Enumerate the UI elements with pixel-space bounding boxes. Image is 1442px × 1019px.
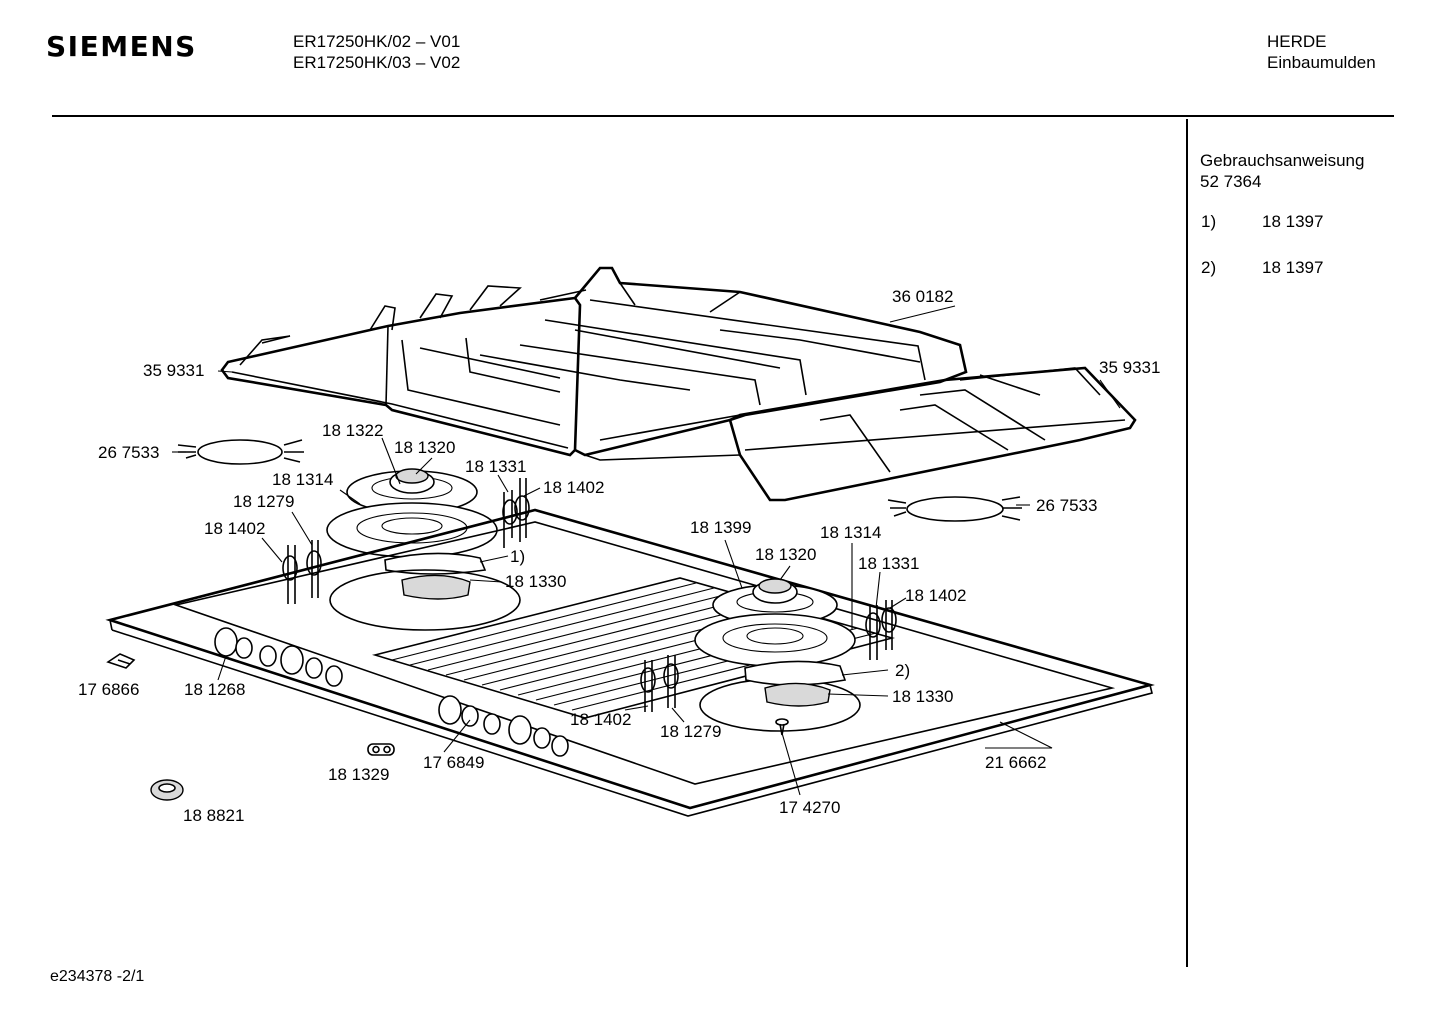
burner-clip-left xyxy=(177,439,304,465)
label-nut: 18 8821 xyxy=(183,806,244,825)
sidebar-divider xyxy=(1186,119,1188,967)
doc-number: 52 7364 xyxy=(1200,172,1262,191)
label-clip-left: 26 7533 xyxy=(98,443,159,462)
label-crown-right: 18 1279 xyxy=(660,722,721,741)
nut-part xyxy=(150,779,184,801)
brand-logo: SIEMENS xyxy=(46,30,197,63)
label-knob: 18 1268 xyxy=(184,680,245,699)
label-injector-left: 18 1330 xyxy=(505,572,566,591)
label-hob-body: 21 6662 xyxy=(985,753,1046,772)
note-value-1: 18 1397 xyxy=(1262,212,1324,231)
label-burner-cap-left: 18 1320 xyxy=(394,438,455,457)
label-cap-right: 18 1399 xyxy=(690,518,751,537)
label-knob-ring: 17 6849 xyxy=(423,753,484,772)
label-burner-cap-right: 18 1320 xyxy=(755,545,816,564)
sidebar: Gebrauchsanweisung 52 7364 xyxy=(1200,150,1364,192)
screw-part xyxy=(775,718,789,736)
label-grate-center: 36 0182 xyxy=(892,287,953,306)
hob-body xyxy=(105,508,1155,817)
label-ring-right: 18 1314 xyxy=(820,523,881,542)
label-seal: 18 1329 xyxy=(328,765,389,784)
left-burner-assembly xyxy=(282,468,530,631)
label-clip-right: 26 7533 xyxy=(1036,496,1097,515)
document-code: e234378 -2/1 xyxy=(50,968,145,985)
header-divider xyxy=(52,115,1394,117)
label-grate-left: 35 9331 xyxy=(143,361,204,380)
label-igniter-left-b: 18 1402 xyxy=(204,519,265,538)
note-value-2: 18 1397 xyxy=(1262,258,1324,277)
category-block: HERDE Einbaumulden xyxy=(1267,31,1376,73)
part-labels: 36 0182 35 9331 35 9331 26 7533 26 7533 … xyxy=(78,287,1160,825)
note-key-2: 2) xyxy=(1201,258,1217,277)
label-bracket: 17 6866 xyxy=(78,680,139,699)
label-note-1: 1) xyxy=(510,547,525,566)
label-thermo-left: 18 1331 xyxy=(465,457,526,476)
bracket-part xyxy=(106,653,136,669)
model-list: ER17250HK/02 – V01 ER17250HK/03 – V02 xyxy=(293,31,460,73)
leader-lines xyxy=(172,305,1121,796)
label-screw: 17 4270 xyxy=(779,798,840,817)
label-igniter-left-a: 18 1402 xyxy=(543,478,604,497)
seal-part xyxy=(367,743,395,756)
label-thermo-right: 18 1331 xyxy=(858,554,919,573)
control-knobs xyxy=(214,627,569,757)
label-igniter-right-b: 18 1402 xyxy=(570,710,631,729)
label-igniter-right: 18 1402 xyxy=(905,586,966,605)
model-line: ER17250HK/03 – V02 xyxy=(293,53,461,72)
burner-clip-right xyxy=(887,496,1022,522)
label-injector-right: 18 1330 xyxy=(892,687,953,706)
category-subtitle: Einbaumulden xyxy=(1267,53,1376,72)
note-key-1: 1) xyxy=(1201,212,1217,231)
model-line: ER17250HK/02 – V01 xyxy=(293,32,461,51)
label-ring-left: 18 1314 xyxy=(272,470,333,489)
label-crown-left: 18 1279 xyxy=(233,492,294,511)
label-cap-left: 18 1322 xyxy=(322,421,383,440)
doc-label: Gebrauchsanweisung xyxy=(1200,151,1365,170)
right-burner-assembly xyxy=(640,578,897,712)
label-note-2: 2) xyxy=(895,661,910,680)
label-grate-right: 35 9331 xyxy=(1099,358,1160,377)
pan-support-grates xyxy=(220,266,1137,502)
category-title: HERDE xyxy=(1267,32,1327,51)
